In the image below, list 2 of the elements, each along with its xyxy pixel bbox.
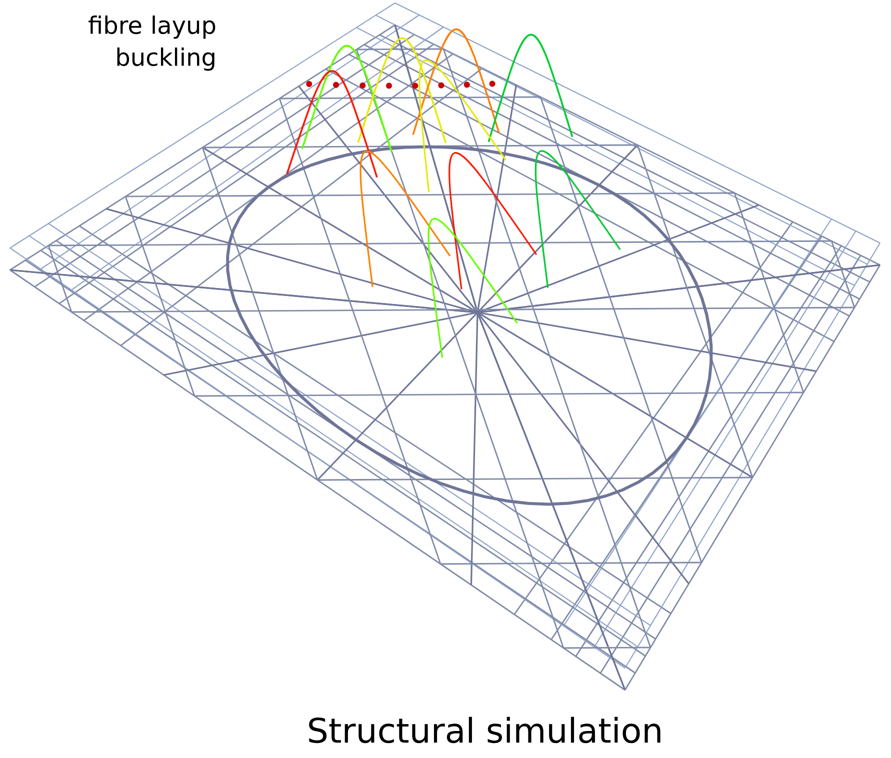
caption: Structural simulation (309, 716, 660, 744)
annotation: fibre layup buckling (88, 16, 216, 71)
